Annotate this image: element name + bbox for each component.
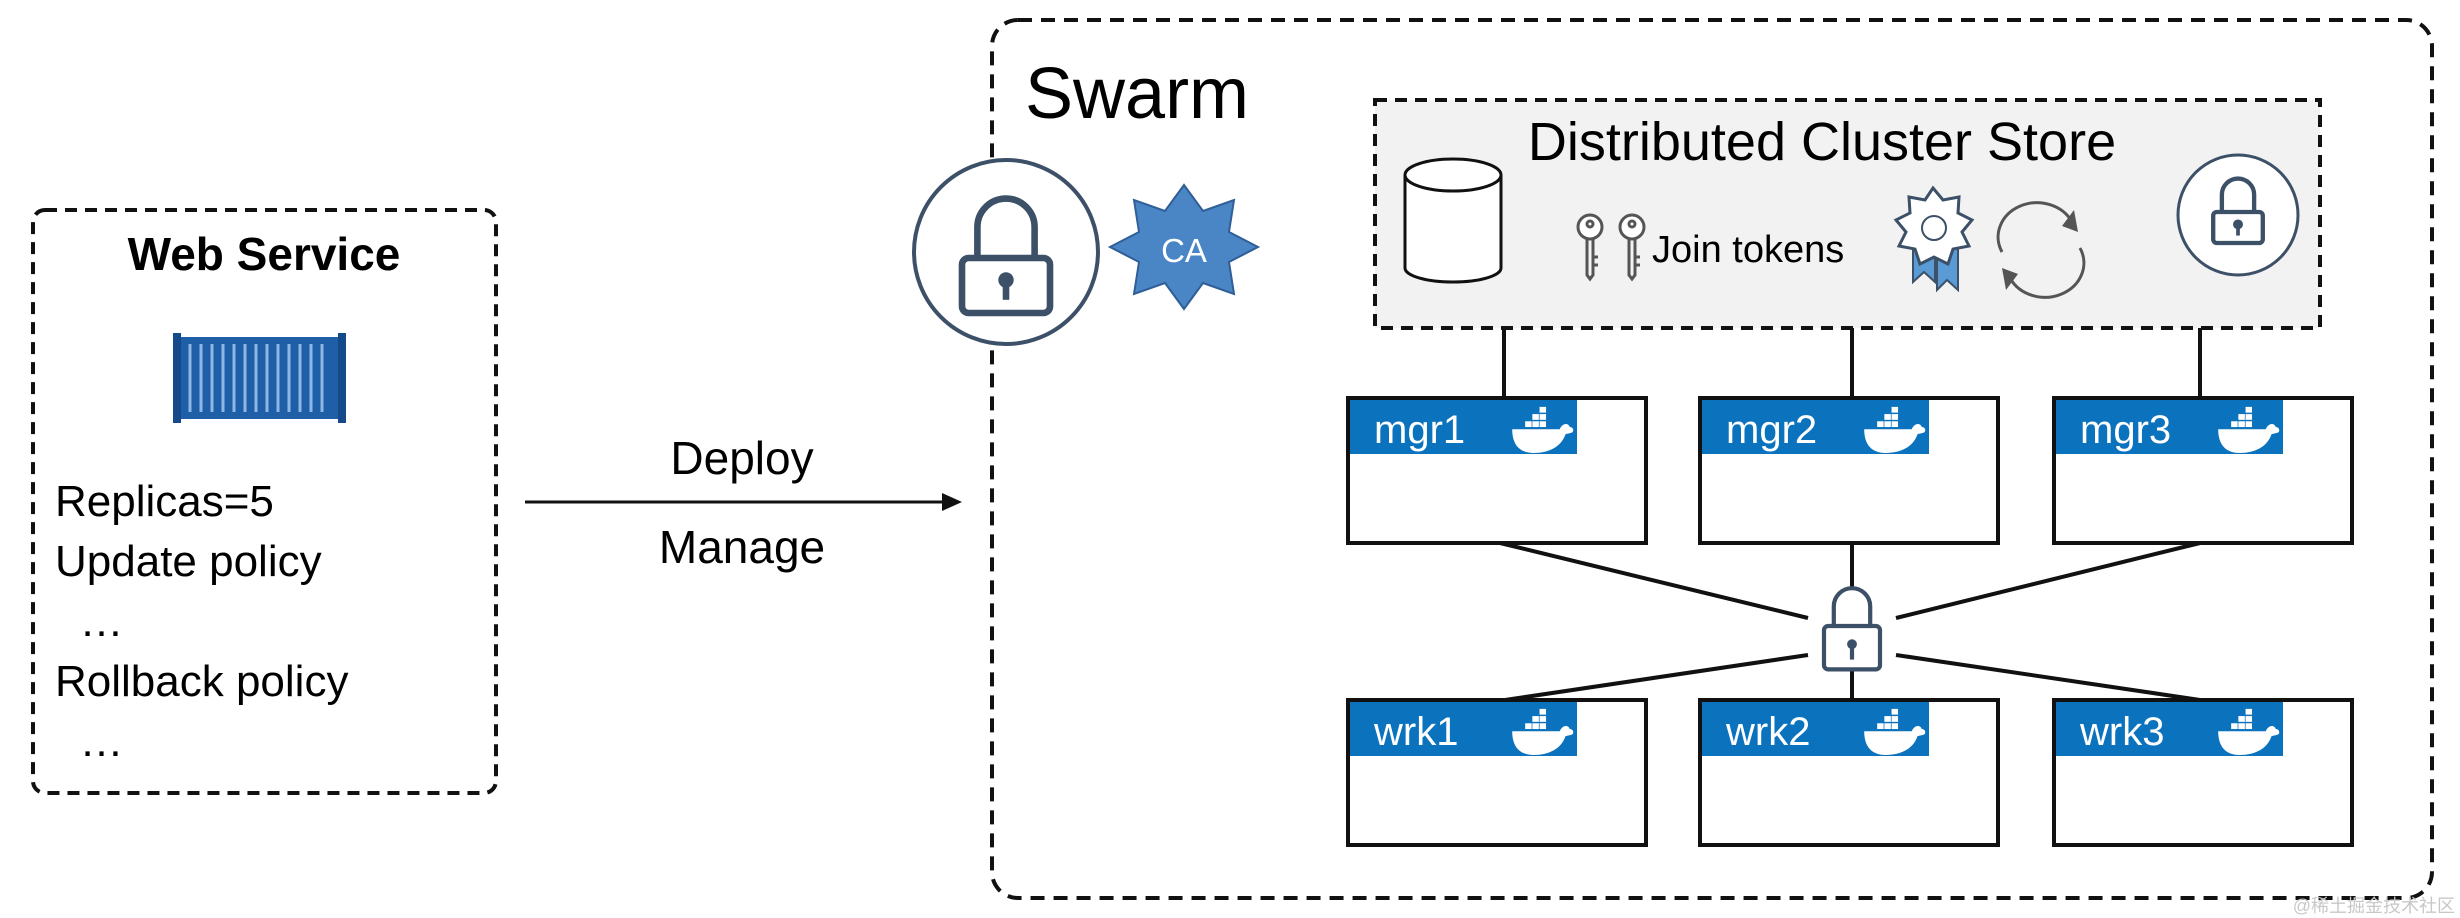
node-mgr1 (1346, 396, 1648, 545)
mesh-lock-icon (1821, 586, 1883, 672)
node-wrk2 (1698, 698, 2000, 847)
spec-update-policy: Update policy (55, 537, 322, 586)
node-wrk1 (1346, 698, 1648, 847)
deploy-arrow (525, 493, 962, 511)
certificate-icon (1893, 185, 1975, 293)
swarm-title: Swarm (1025, 54, 1249, 134)
watermark: @稀土掘金技术社区 (2293, 896, 2455, 916)
spec-ellipsis-1: … (55, 597, 124, 646)
store-manager-links (1502, 328, 2202, 398)
swarm-box (990, 18, 2434, 900)
cluster-store-title: Distributed Cluster Store (1528, 112, 2116, 172)
cluster-store-box (1373, 98, 2322, 330)
manage-label: Manage (659, 521, 825, 573)
ca-star-icon (1107, 183, 1261, 311)
node-mgr2 (1698, 396, 2000, 545)
container-icon (173, 333, 346, 423)
deploy-label: Deploy (670, 432, 813, 484)
spec-ellipsis-2: … (55, 717, 124, 766)
store-lock-icon (2176, 153, 2300, 277)
spec-rollback-policy: Rollback policy (55, 657, 349, 706)
web-service-title: Web Service (128, 228, 401, 280)
node-label-wrk3: wrk3 (2079, 710, 2164, 754)
database-icon (1403, 157, 1503, 284)
node-mesh-links (1499, 541, 2201, 702)
web-service-spec-list: Replicas=5 Update policy … Rollback poli… (55, 472, 485, 772)
node-label-wrk1: wrk1 (1373, 710, 1458, 754)
ca-label: CA (1161, 232, 1207, 269)
node-label-mgr1: mgr1 (1374, 408, 1465, 452)
node-label-wrk2: wrk2 (1725, 710, 1810, 754)
node-mgr3 (2052, 396, 2354, 545)
rotate-icon (1996, 201, 2086, 299)
swarm-lock-icon (912, 158, 1100, 346)
spec-replicas: Replicas=5 (55, 477, 274, 526)
join-tokens-label: Join tokens (1652, 229, 1844, 271)
node-wrk3 (2052, 698, 2354, 847)
node-label-mgr2: mgr2 (1726, 408, 1817, 452)
node-label-mgr3: mgr3 (2080, 408, 2171, 452)
